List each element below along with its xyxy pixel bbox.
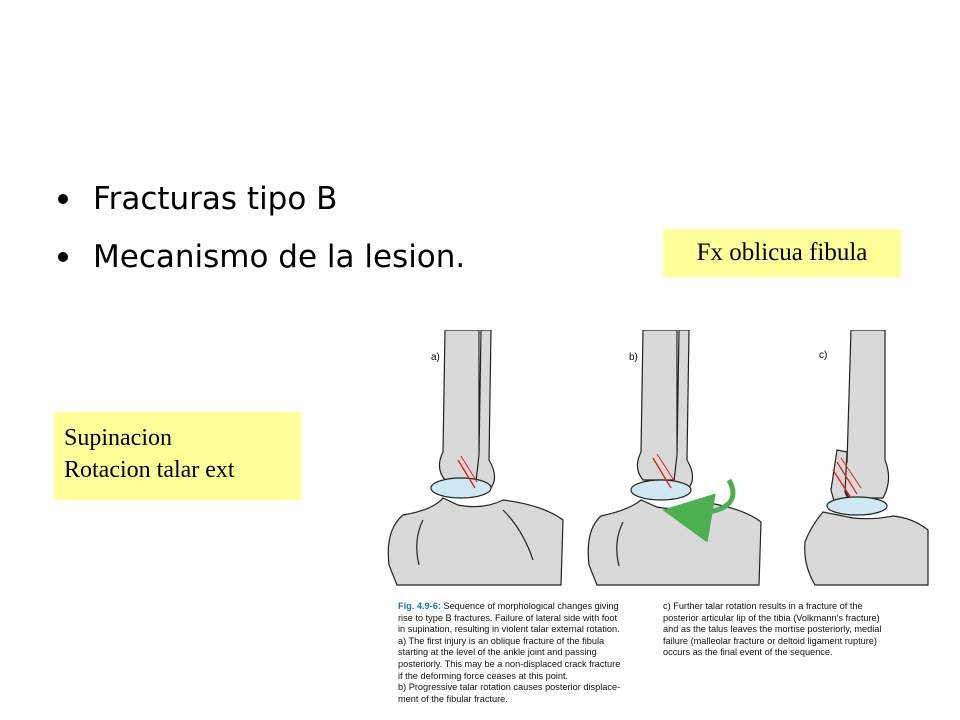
caption-line: and as the talus leaves the mortise post… [663, 624, 882, 635]
panel-label-b: b) [629, 352, 638, 363]
rotation-line: Rotacion talar ext [64, 457, 235, 483]
bullet-dot [58, 252, 68, 262]
caption-line: starting at the level of the ankle joint… [398, 647, 597, 658]
figure-caption-right: c) Further talar rotation results in a f… [663, 601, 953, 659]
figure-number: Fig. 4.9-6: [398, 601, 441, 611]
bullet-dot [58, 194, 68, 204]
panel-b-drawing [587, 329, 762, 586]
bullet-text: Mecanismo de la lesion. [93, 239, 466, 275]
bullet-item: Fracturas tipo B [58, 174, 465, 232]
caption-line: in supination, resulting in violent tala… [398, 624, 620, 635]
panel-label-c: c) [819, 350, 828, 361]
bullet-list: Fracturas tipo B Mecanismo de la lesion. [58, 174, 465, 290]
bullet-text: Fracturas tipo B [93, 181, 338, 217]
panel-a-drawing [387, 329, 564, 586]
caption-line: rise to type B fractures. Failure of lat… [398, 612, 618, 623]
caption-line: if the deforming force ceases at this po… [398, 670, 569, 681]
caption-line: c) Further talar rotation results in a f… [663, 601, 863, 611]
caption-line: posterior articular lip of the tibia (Vo… [663, 612, 880, 623]
caption-line: failure (malleolar fracture or deltoid l… [663, 635, 877, 646]
ankle-illustrations [387, 329, 929, 586]
panel-c-drawing [804, 329, 929, 586]
caption-line: occurs as the final event of the sequenc… [663, 647, 833, 658]
caption-line: Fig. 4.9-6: Sequence of morphological ch… [398, 601, 658, 613]
bullet-item: Mecanismo de la lesion. [58, 232, 465, 290]
supination-note: Supinacion Rotacion talar ext [54, 412, 301, 500]
ankle-fracture-figure: a) b) c) [383, 329, 943, 595]
supination-line: Supinacion [64, 425, 172, 451]
caption-line: a) The first injury is an oblique fractu… [398, 635, 605, 646]
caption-line: b) Progressive talar rotation causes pos… [398, 682, 621, 693]
caption-line: ment of the fibular fracture. [398, 693, 508, 704]
caption-line: posteriorly. This may be a non-displaced… [398, 658, 621, 669]
figure-caption-left: Fig. 4.9-6: Sequence of morphological ch… [398, 601, 658, 705]
caption-line-text: Sequence of morphological changes giving [440, 601, 619, 611]
panel-label-a: a) [431, 352, 440, 363]
fx-note: Fx oblicua fibula [663, 229, 901, 277]
